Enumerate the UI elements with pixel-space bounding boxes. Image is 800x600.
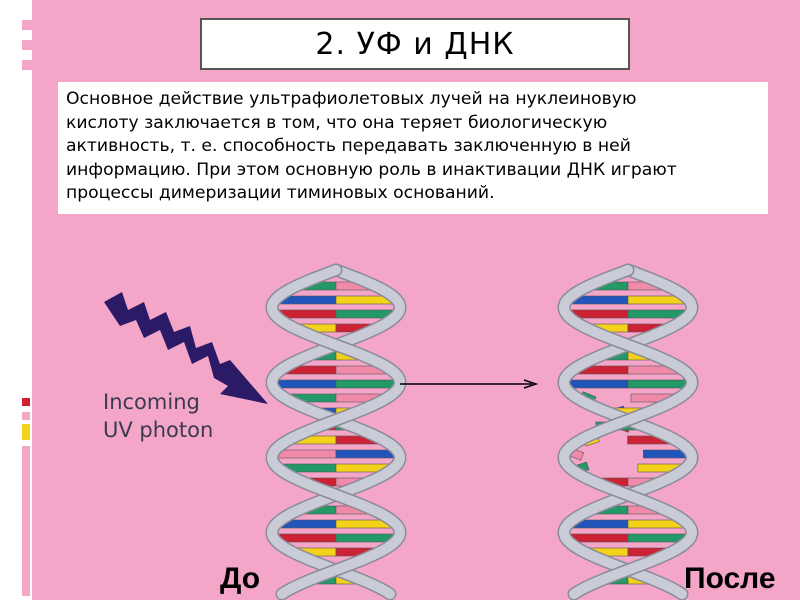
base-half: [335, 449, 396, 459]
base-half: [627, 379, 689, 389]
dna-after: [557, 263, 699, 600]
base-half: [569, 533, 629, 543]
base-half: [276, 449, 337, 459]
caption-before: До: [220, 562, 261, 595]
uv-label: Incoming UV photon: [103, 388, 213, 444]
backbone-strand-a: [559, 265, 697, 599]
base-half: [335, 533, 395, 543]
caption-after: После: [684, 562, 776, 595]
body-line: Основное действие ультрафиолетовых лучей…: [66, 89, 637, 109]
decor-square: [22, 412, 30, 420]
base-half: [275, 379, 337, 389]
body-line: процессы димеризации тиминовых оснований…: [66, 183, 495, 203]
base-half: [277, 533, 337, 543]
base-half: [335, 379, 397, 389]
dna-uv-diagram: [104, 263, 699, 600]
title-box: 2. УФ и ДНК: [200, 18, 630, 70]
decor-square: [22, 424, 30, 440]
dna-before: [265, 263, 407, 600]
uv-photon-arrow: [104, 292, 268, 404]
body-text: Основное действие ультрафиолетовых лучей…: [66, 88, 760, 206]
slide-title: 2. УФ и ДНК: [315, 26, 515, 62]
decor-square: [22, 398, 30, 406]
backbone-strand-a: [267, 265, 405, 599]
backbone-strand-b: [267, 265, 405, 599]
decor-square: [22, 40, 32, 50]
decor-square: [22, 20, 32, 30]
base-half: [567, 379, 629, 389]
text-box: Основное действие ультрафиолетовых лучей…: [58, 82, 768, 214]
uv-label-line: UV photon: [103, 418, 214, 442]
uv-label-line: Incoming: [103, 390, 200, 414]
body-line: информацию. При этом основную роль в ина…: [66, 159, 677, 180]
body-line: кислоту заключается в том, что она теряе…: [66, 112, 608, 133]
decorative-left-strip: [0, 0, 32, 600]
body-line: активность, т. е. способность передавать…: [66, 136, 631, 156]
base-half: [627, 533, 687, 543]
backbone-strand-b: [559, 265, 697, 599]
decor-square: [22, 446, 30, 596]
transition-arrow: [400, 379, 539, 389]
decor-square: [22, 60, 32, 70]
